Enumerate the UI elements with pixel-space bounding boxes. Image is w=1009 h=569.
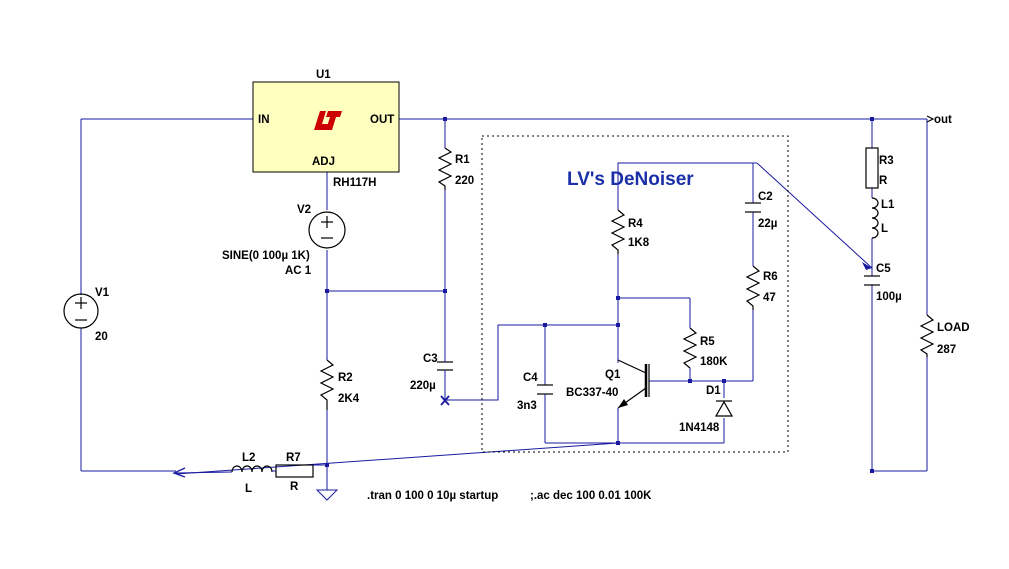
svg-text:R: R xyxy=(290,481,299,493)
transistor-q1[interactable]: Q1 BC337-40 xyxy=(566,359,650,409)
inductor-l1[interactable]: L1 L xyxy=(871,197,895,239)
svg-text:C2: C2 xyxy=(758,191,773,203)
svg-text:287: 287 xyxy=(937,344,956,356)
wires xyxy=(80,118,928,490)
diode-d1[interactable]: D1 1N4148 xyxy=(679,385,734,434)
svg-text:BC337-40: BC337-40 xyxy=(566,387,618,399)
svg-text:L: L xyxy=(245,483,252,495)
svg-text:R4: R4 xyxy=(628,218,643,230)
inductor-l2[interactable]: L2 L xyxy=(175,452,273,495)
resistor-r4[interactable]: R4 1K8 xyxy=(610,209,650,254)
svg-text:IN: IN xyxy=(258,114,270,126)
svg-text:20: 20 xyxy=(95,331,108,343)
svg-text:U1: U1 xyxy=(316,69,331,81)
svg-text:C4: C4 xyxy=(523,372,538,384)
resistor-r7[interactable]: R7 R xyxy=(272,452,314,493)
ac-directive: ;.ac dec 100 0.01 100K xyxy=(530,490,652,502)
svg-text:V1: V1 xyxy=(95,287,110,299)
svg-text:220µ: 220µ xyxy=(410,380,436,392)
svg-text:180K: 180K xyxy=(700,356,728,368)
svg-text:1N4148: 1N4148 xyxy=(679,422,720,434)
resistor-r5[interactable]: R5 180K xyxy=(682,327,728,369)
probe-x-marker-icon xyxy=(440,395,450,406)
simulation-directives: .tran 0 100 0 10µ startup ;.ac dec 100 0… xyxy=(367,490,652,502)
resistor-load[interactable]: LOAD 287 xyxy=(919,314,970,357)
voltage-source-v2[interactable]: V2 SINE(0 100µ 1K) AC 1 xyxy=(222,204,346,277)
svg-text:R2: R2 xyxy=(338,372,353,384)
svg-text:22µ: 22µ xyxy=(758,218,777,230)
svg-text:1K8: 1K8 xyxy=(628,237,650,249)
resistor-r2[interactable]: R2 2K4 xyxy=(319,359,360,410)
linear-tech-logo-icon xyxy=(314,111,342,130)
resistor-r1[interactable]: R1 220 xyxy=(437,147,474,190)
svg-text:R1: R1 xyxy=(455,154,470,166)
svg-text:SINE(0 100µ 1K): SINE(0 100µ 1K) xyxy=(222,250,310,262)
resistor-r6[interactable]: R6 47 xyxy=(745,265,778,310)
svg-text:220: 220 xyxy=(455,175,474,187)
svg-text:C3: C3 xyxy=(423,353,438,365)
svg-text:3n3: 3n3 xyxy=(517,400,537,412)
junctions xyxy=(325,117,874,473)
svg-text:47: 47 xyxy=(763,292,776,304)
svg-text:L: L xyxy=(881,223,888,235)
svg-text:R3: R3 xyxy=(879,155,894,167)
svg-text:V2: V2 xyxy=(297,204,311,216)
capacitor-c5[interactable]: C5 100µ xyxy=(862,262,902,303)
denoiser-block: LV's DeNoiser xyxy=(481,135,789,453)
svg-text:OUT: OUT xyxy=(370,114,394,126)
block-title: LV's DeNoiser xyxy=(567,169,694,190)
arrow-left-icon xyxy=(172,467,186,478)
svg-text:ADJ: ADJ xyxy=(312,156,335,168)
resistor-r3[interactable]: R3 R xyxy=(865,147,894,189)
voltage-source-v1[interactable]: V1 20 xyxy=(63,287,110,343)
tran-directive: .tran 0 100 0 10µ startup xyxy=(367,490,498,502)
svg-text:LOAD: LOAD xyxy=(937,322,970,334)
capacitor-c2[interactable]: C2 22µ xyxy=(745,191,777,230)
svg-text:Q1: Q1 xyxy=(605,369,621,381)
svg-text:D1: D1 xyxy=(706,385,721,397)
ground-icon xyxy=(315,489,339,501)
svg-text:L2: L2 xyxy=(242,452,255,464)
regulator-u1[interactable]: U1 IN OUT ADJ RH117H xyxy=(252,69,400,189)
svg-text:2K4: 2K4 xyxy=(338,393,360,405)
svg-text:C5: C5 xyxy=(876,263,891,275)
svg-text:RH117H: RH117H xyxy=(333,177,376,189)
svg-text:R7: R7 xyxy=(286,452,301,464)
capacitor-c3[interactable]: C3 220µ xyxy=(410,353,453,406)
capacitor-c4[interactable]: C4 3n3 xyxy=(517,372,553,412)
svg-text:AC 1: AC 1 xyxy=(285,265,312,277)
svg-text:100µ: 100µ xyxy=(876,291,902,303)
svg-text:R5: R5 xyxy=(700,336,715,348)
svg-text:R: R xyxy=(879,175,888,187)
svg-text:out: out xyxy=(934,114,952,126)
svg-text:L1: L1 xyxy=(881,199,895,211)
net-label-out: out xyxy=(926,114,952,126)
svg-text:R6: R6 xyxy=(763,271,778,283)
